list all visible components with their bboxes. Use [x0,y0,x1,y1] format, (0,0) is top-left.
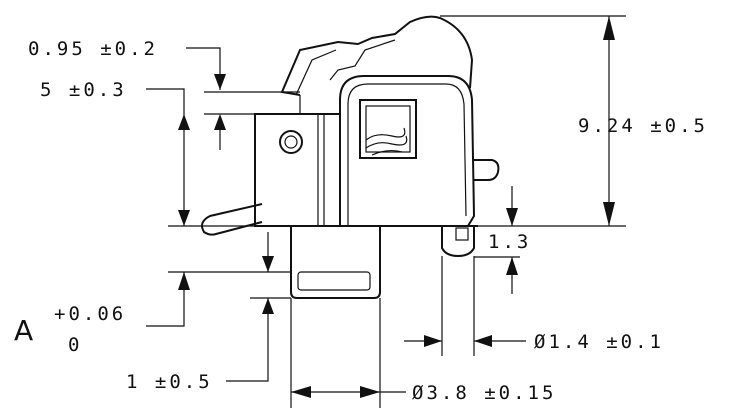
dimension-lines [146,15,626,408]
dim-overall-height: 9.24 ±0.5 [578,115,708,137]
dim-bottom-offset: 1 ±0.5 [126,371,213,393]
boss [290,226,381,299]
dim-boss-diameter: Ø3.8 ±0.15 [412,382,556,404]
dim-peg-length: 1.3 [488,231,531,253]
dim-peg-diameter: Ø1.4 ±0.1 [534,331,664,353]
housing-block [254,113,341,227]
dim-tolerance-lower: 0 [68,334,82,356]
window [359,99,417,159]
left-tab [201,203,263,236]
right-housing [339,75,476,227]
screw-hole [279,130,303,154]
dim-tolerance-upper: +0.06 [54,303,126,325]
component-body [201,15,500,299]
right-tab [474,159,500,181]
spring [365,127,408,156]
dim-step-height: 5 ±0.3 [40,79,127,101]
dim-tolerance-label: A [14,314,33,347]
lever-cap [280,15,474,96]
peg [441,226,475,258]
dim-top-offset: 0.95 ±0.2 [28,38,158,60]
